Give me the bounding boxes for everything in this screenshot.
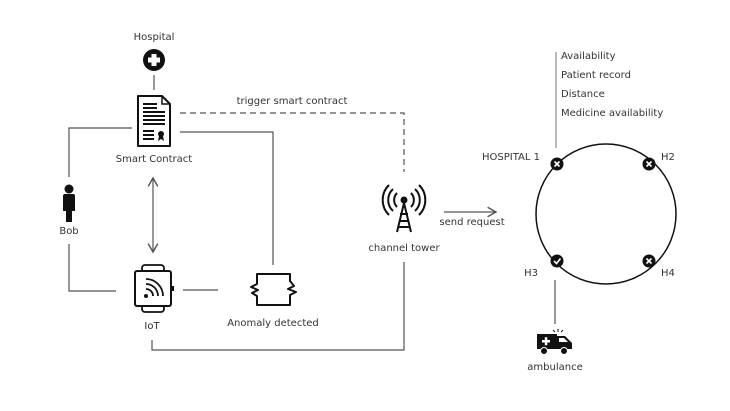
anomaly-label: Anomaly detected — [227, 318, 319, 329]
bob-iot-line — [68, 244, 116, 292]
hospital-label: Hospital — [134, 32, 175, 43]
contract-anomaly-line — [180, 131, 274, 265]
check-icon — [550, 254, 564, 268]
hospital-cross-icon — [143, 49, 165, 71]
ambulance-icon — [537, 329, 572, 355]
hospital-node-selected: H3 — [524, 254, 564, 279]
anomaly-broken-box-icon — [250, 273, 297, 306]
send-request-label: send request — [439, 217, 504, 228]
person-icon — [63, 184, 75, 222]
hospital-node-rejected: H2 — [642, 152, 675, 171]
trigger-dashed-line — [180, 112, 405, 172]
smart-contract-label: Smart Contract — [116, 154, 193, 165]
criteria-item: Patient record — [561, 70, 631, 81]
hospital-node-rejected: H4 — [642, 254, 675, 279]
channel-tower-label: channel tower — [368, 243, 440, 254]
contract-bob-line — [68, 127, 132, 177]
smartwatch-wifi-icon — [134, 264, 174, 313]
ambulance-label: ambulance — [527, 362, 582, 373]
hospital-node-label: H4 — [661, 268, 675, 279]
iot-tower-line — [151, 262, 405, 351]
hospital-node-label: H2 — [661, 152, 675, 163]
criteria-item: Distance — [561, 89, 605, 100]
smart-contract-document-icon — [137, 95, 171, 147]
trigger-label: trigger smart contract — [237, 96, 348, 107]
hospital-network-ring — [535, 143, 677, 285]
criteria-item: Availability — [561, 51, 616, 62]
hospital-node-label: HOSPITAL 1 — [482, 152, 540, 163]
criteria-item: Medicine availability — [561, 108, 663, 119]
hospital-node-rejected: HOSPITAL 1 — [482, 152, 564, 171]
bob-label: Bob — [59, 226, 78, 237]
channel-tower-icon — [381, 184, 427, 233]
iot-label: IoT — [144, 321, 160, 332]
hospital-node-label: H3 — [524, 268, 538, 279]
